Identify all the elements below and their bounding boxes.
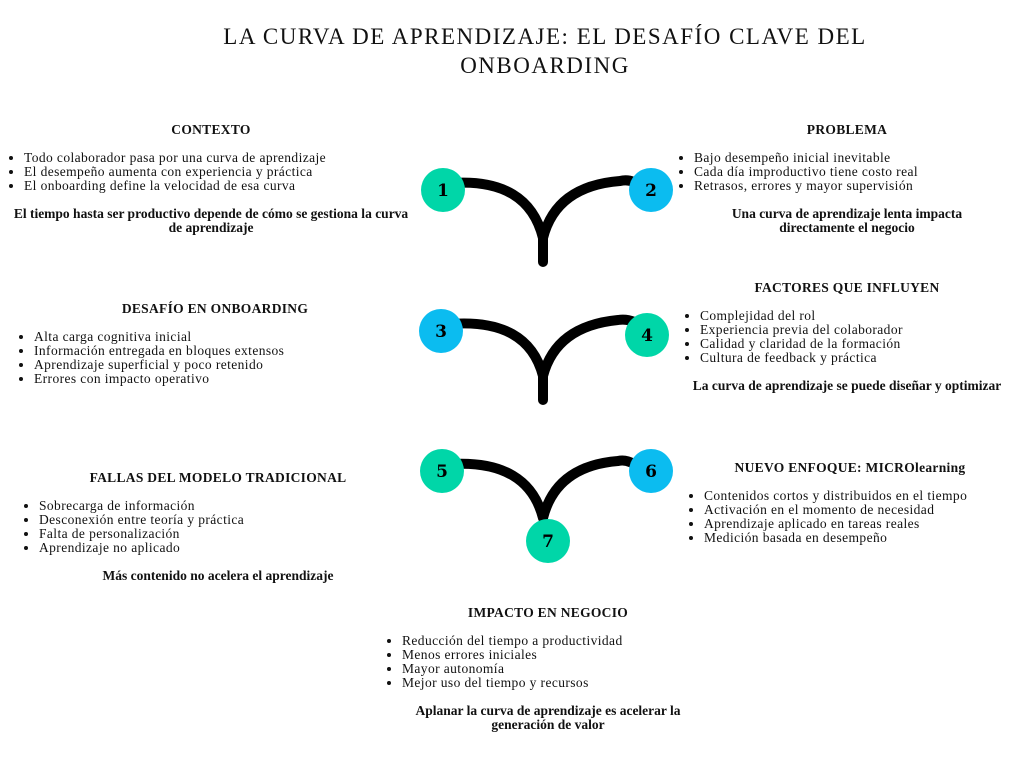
section-contexto: CONTEXTO Todo colaborador pasa por una c… bbox=[10, 122, 412, 235]
step-number: 7 bbox=[542, 532, 554, 552]
bullet-list: Alta carga cognitiva inicialInformación … bbox=[20, 330, 410, 386]
section-heading: FALLAS DEL MODELO TRADICIONAL bbox=[89, 470, 347, 485]
bullet-item: Calidad y claridad de la formación bbox=[700, 337, 1022, 351]
section-note: La curva de aprendizaje se puede diseñar… bbox=[692, 378, 1002, 393]
step-number: 3 bbox=[435, 322, 447, 342]
step-circle bbox=[625, 313, 669, 357]
bullet-item: Reducción del tiempo a productividad bbox=[402, 634, 726, 648]
section-heading: NUEVO ENFOQUE: MICROlearning bbox=[734, 460, 966, 475]
step-circle bbox=[421, 168, 465, 212]
section-note: Aplanar la curva de aprendizaje es acele… bbox=[415, 703, 681, 732]
bullet-item: Alta carga cognitiva inicial bbox=[34, 330, 410, 344]
step-1-marker: 1 bbox=[421, 168, 465, 212]
bullet-item: Errores con impacto operativo bbox=[34, 372, 410, 386]
step-circle bbox=[419, 309, 463, 353]
bullet-item: Contenidos cortos y distribuidos en el t… bbox=[704, 489, 1024, 503]
section-heading: PROBLEMA bbox=[806, 122, 888, 137]
bullet-item: El onboarding define la velocidad de esa… bbox=[24, 179, 412, 193]
bullet-item: Bajo desempeño inicial inevitable bbox=[694, 151, 1024, 165]
step-number: 4 bbox=[641, 326, 653, 346]
bullet-item: Información entregada en bloques extenso… bbox=[34, 344, 410, 358]
step-6-marker: 6 bbox=[629, 449, 673, 493]
bullet-item: Falta de personalización bbox=[39, 527, 411, 541]
section-impacto: IMPACTO EN NEGOCIO Reducción del tiempo … bbox=[370, 605, 726, 732]
step-3-marker: 3 bbox=[419, 309, 463, 353]
step-number: 2 bbox=[645, 181, 657, 201]
bullet-list: Complejidad del rolExperiencia previa de… bbox=[672, 309, 1022, 365]
bullet-item: Cada día improductivo tiene costo real bbox=[694, 165, 1024, 179]
bullet-item: Complejidad del rol bbox=[700, 309, 1022, 323]
step-number: 5 bbox=[436, 462, 448, 482]
step-number: 1 bbox=[437, 181, 449, 201]
step-circle bbox=[629, 168, 673, 212]
step-5-marker: 5 bbox=[420, 449, 464, 493]
bullet-item: Menos errores iniciales bbox=[402, 648, 726, 662]
bullet-item: Cultura de feedback y práctica bbox=[700, 351, 1022, 365]
section-problema: PROBLEMA Bajo desempeño inicial inevitab… bbox=[668, 122, 1024, 235]
bullet-item: El desempeño aumenta con experiencia y p… bbox=[24, 165, 412, 179]
section-heading: DESAFÍO EN ONBOARDING bbox=[121, 301, 309, 316]
curve-connector-5-6-7 bbox=[447, 455, 649, 523]
section-enfoque: NUEVO ENFOQUE: MICROlearning Contenidos … bbox=[676, 460, 1024, 545]
step-circle bbox=[526, 519, 570, 563]
page-title: La curva de aprendizaje: el desafío clav… bbox=[223, 24, 867, 78]
bullet-item: Activación en el momento de necesidad bbox=[704, 503, 1024, 517]
section-heading: IMPACTO EN NEGOCIO bbox=[467, 605, 629, 620]
bullet-list: Bajo desempeño inicial inevitableCada dí… bbox=[668, 151, 1024, 193]
bullet-item: Desconexión entre teoría y práctica bbox=[39, 513, 411, 527]
section-heading: CONTEXTO bbox=[171, 122, 251, 137]
curve-connector-3-4 bbox=[445, 314, 647, 405]
section-heading: FACTORES QUE INFLUYEN bbox=[754, 280, 940, 295]
bullet-item: Mejor uso del tiempo y recursos bbox=[402, 676, 726, 690]
bullet-item: Medición basada en desempeño bbox=[704, 531, 1024, 545]
bullet-list: Sobrecarga de informaciónDesconexión ent… bbox=[25, 499, 411, 555]
bullet-list: Todo colaborador pasa por una curva de a… bbox=[10, 151, 412, 193]
section-note: El tiempo hasta ser productivo depende d… bbox=[13, 206, 409, 235]
section-note: Más contenido no acelera el aprendizaje bbox=[102, 568, 334, 583]
bullet-item: Experiencia previa del colaborador bbox=[700, 323, 1022, 337]
curve-connector-1-2 bbox=[447, 175, 648, 267]
bullet-item: Todo colaborador pasa por una curva de a… bbox=[24, 151, 412, 165]
step-7-marker: 7 bbox=[526, 519, 570, 563]
section-desafio: DESAFÍO EN ONBOARDING Alta carga cogniti… bbox=[20, 301, 410, 386]
step-circle bbox=[629, 449, 673, 493]
bullet-item: Aprendizaje no aplicado bbox=[39, 541, 411, 555]
step-4-marker: 4 bbox=[625, 313, 669, 357]
bullet-list: Contenidos cortos y distribuidos en el t… bbox=[676, 489, 1024, 545]
step-number: 6 bbox=[645, 462, 657, 482]
bullet-list: Reducción del tiempo a productividadMeno… bbox=[370, 634, 726, 690]
section-factores: FACTORES QUE INFLUYEN Complejidad del ro… bbox=[672, 280, 1022, 393]
section-note: Una curva de aprendizaje lenta impacta d… bbox=[731, 206, 963, 235]
bullet-item: Retrasos, errores y mayor supervisión bbox=[694, 179, 1024, 193]
section-fallas: FALLAS DEL MODELO TRADICIONAL Sobrecarga… bbox=[25, 470, 411, 583]
bullet-item: Aprendizaje superficial y poco retenido bbox=[34, 358, 410, 372]
bullet-item: Aprendizaje aplicado en tareas reales bbox=[704, 517, 1024, 531]
step-2-marker: 2 bbox=[629, 168, 673, 212]
bullet-item: Sobrecarga de información bbox=[39, 499, 411, 513]
bullet-item: Mayor autonomía bbox=[402, 662, 726, 676]
step-circle bbox=[420, 449, 464, 493]
